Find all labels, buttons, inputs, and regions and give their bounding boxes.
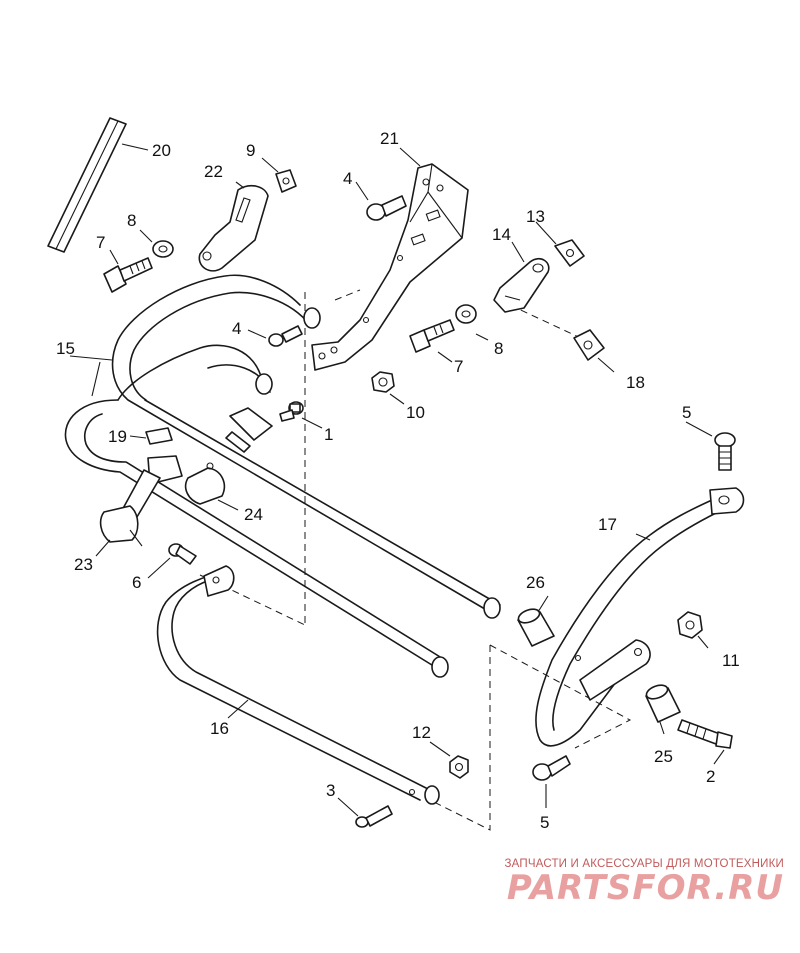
callout-1: 1 <box>324 425 333 444</box>
callout-20: 20 <box>152 141 171 160</box>
assembly-lines <box>199 289 632 831</box>
part-5-bolt-bottom <box>532 755 571 781</box>
callout-8-left: 8 <box>127 211 136 230</box>
part-8-washer-left <box>152 240 174 258</box>
leader-lines <box>69 143 725 817</box>
part-11-nut <box>677 611 703 639</box>
watermark-caption: ЗАПЧАСТИ И АКСЕССУАРЫ ДЛЯ МОТОТЕХНИКИ <box>504 858 784 870</box>
part-3-bolt <box>355 805 393 828</box>
part-2-bolt <box>677 719 733 749</box>
part-16-lower-bar <box>156 565 440 805</box>
callout-22: 22 <box>204 162 223 181</box>
callout-24: 24 <box>244 505 263 524</box>
callout-26: 26 <box>526 573 545 592</box>
part-4-bolt-top <box>366 195 407 221</box>
callout-7-left: 7 <box>96 233 105 252</box>
callout-11: 11 <box>722 651 740 670</box>
callout-5-bottom: 5 <box>540 813 549 832</box>
part-6-bolt <box>168 543 197 565</box>
callout-4-lower: 4 <box>232 319 241 338</box>
watermark: ЗАПЧАСТИ И АКСЕССУАРЫ ДЛЯ МОТОТЕХНИКИ PA… <box>484 858 784 907</box>
callout-5-top: 5 <box>682 403 691 422</box>
part-7-bolt-left <box>103 257 153 293</box>
callout-labels: 20 22 9 8 7 4 21 13 14 4 8 7 18 10 15 1 … <box>56 129 740 832</box>
callout-18: 18 <box>626 373 645 392</box>
part-7-bolt-right <box>409 319 455 353</box>
part-15-engine-guard <box>64 274 501 678</box>
part-18-nut-plate <box>573 329 605 361</box>
part-24-clamp <box>184 462 226 505</box>
callout-6: 6 <box>132 573 141 592</box>
watermark-logo: PARTSFOR.RU <box>506 868 784 908</box>
callout-9: 9 <box>246 141 255 160</box>
part-13-clip <box>554 239 585 267</box>
callout-4-top: 4 <box>343 169 352 188</box>
part-17-right-bar <box>535 487 745 747</box>
part-26-spacer <box>517 608 555 647</box>
part-9-clip <box>275 169 297 193</box>
part-8-washer-right <box>455 304 477 324</box>
callout-19: 19 <box>108 427 127 446</box>
callout-17: 17 <box>598 515 617 534</box>
part-23-strut <box>99 455 183 547</box>
part-19-plate <box>145 427 173 445</box>
callout-13: 13 <box>526 207 545 226</box>
part-1-bolt <box>279 401 304 422</box>
callout-3: 3 <box>326 781 335 800</box>
callout-15: 15 <box>56 339 75 358</box>
callout-12: 12 <box>412 723 431 742</box>
callout-2: 2 <box>706 767 715 786</box>
callout-21: 21 <box>380 129 399 148</box>
part-25-spacer <box>645 684 681 723</box>
part-21-mount-bracket <box>311 163 469 371</box>
callout-10: 10 <box>406 403 425 422</box>
part-20-strip <box>47 117 127 253</box>
part-5-bolt-top <box>714 432 736 471</box>
callout-14: 14 <box>492 225 511 244</box>
part-10-nut <box>371 371 395 393</box>
part-12-nut <box>449 755 469 779</box>
callout-8-right: 8 <box>494 339 503 358</box>
callout-23: 23 <box>74 555 93 574</box>
callout-16: 16 <box>210 719 229 738</box>
part-22-bracket <box>198 184 269 272</box>
callout-25: 25 <box>654 747 673 766</box>
callout-7-right: 7 <box>454 357 463 376</box>
part-4-bolt-lower <box>268 325 303 347</box>
clamp-upper <box>225 407 273 453</box>
part-14-bracket <box>493 257 550 313</box>
